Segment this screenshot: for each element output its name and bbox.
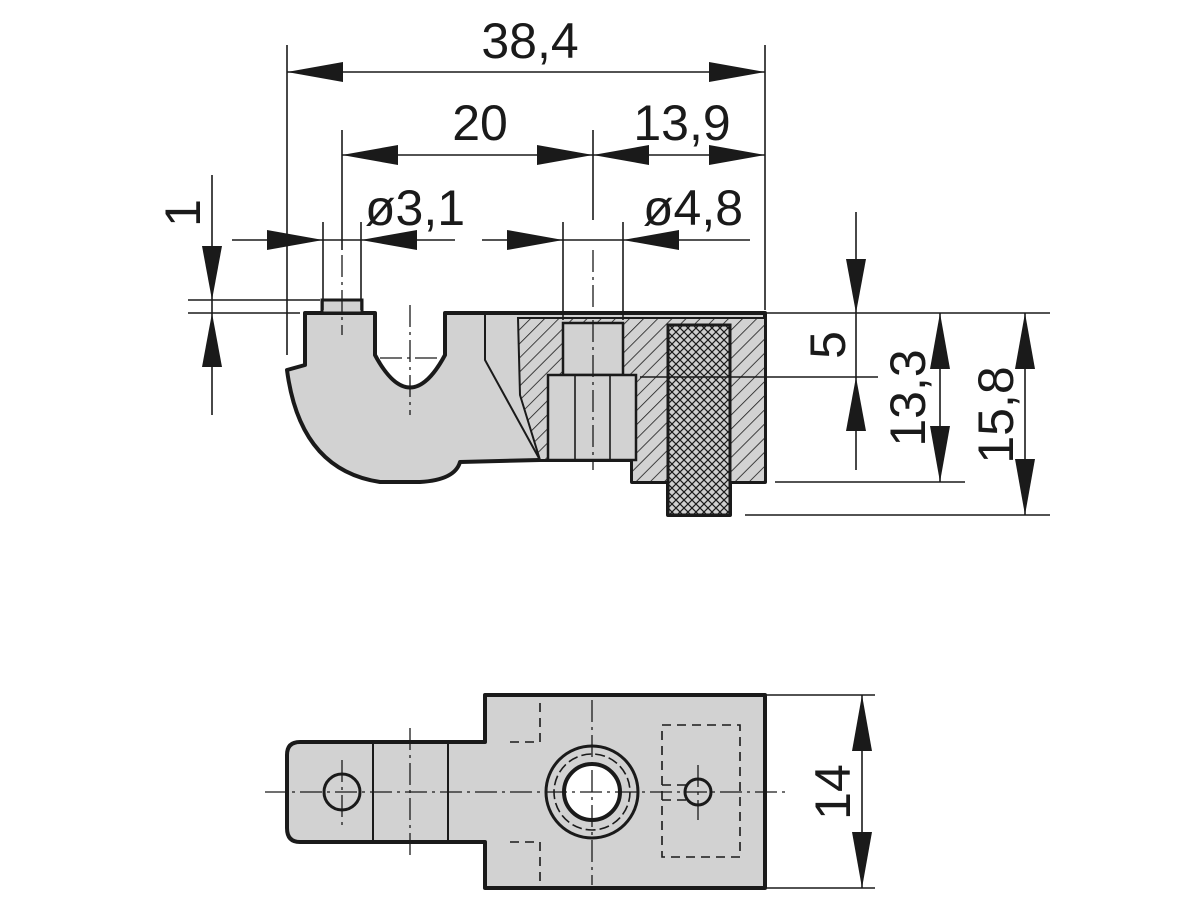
dim-pin-height: 1 [155,199,211,227]
top-view [265,693,790,890]
dim-small-hole-dia: ø3,1 [365,180,465,236]
knurled-screw [666,323,732,517]
side-section-view [285,250,767,517]
side-dimensions [188,45,1050,516]
dim-hole-spacing: 20 [452,95,508,151]
bore-lower [546,373,638,462]
dim-screw-offset: 13,9 [633,95,730,151]
dim-large-hole-dia: ø4,8 [643,180,743,236]
dim-top-depth: 5 [800,331,856,359]
dim-total-height: 15,8 [968,366,1024,463]
dim-width: 14 [805,764,861,820]
top-dimensions [765,694,875,889]
dim-overall-length: 38,4 [481,13,578,69]
web-edge [484,313,541,461]
dim-body-height: 13,3 [880,349,936,446]
